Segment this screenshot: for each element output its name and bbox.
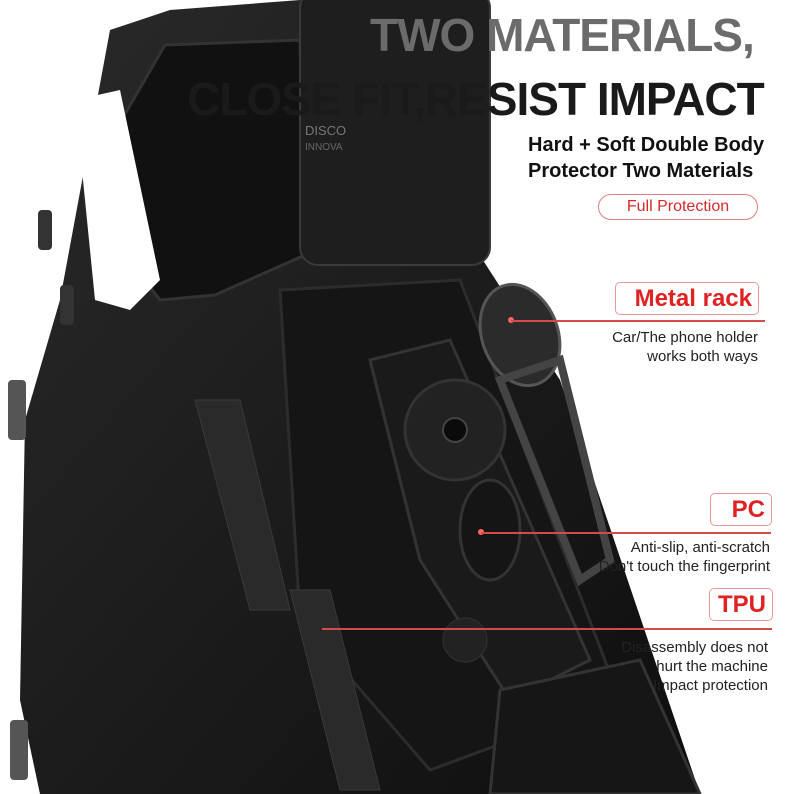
- feature-title-tpu: TPU: [709, 588, 773, 621]
- headline-line1: TWO MATERIALS,: [370, 9, 755, 61]
- marking: DISCO: [305, 123, 346, 138]
- feature-title-pc: PC: [710, 493, 772, 526]
- desc-line: Car/The phone holder: [612, 329, 758, 346]
- headline-line2: CLOSE FIT,RESIST IMPACT: [187, 73, 765, 125]
- subheading-line2: Protector Two Materials: [528, 160, 754, 182]
- callout-line: [511, 320, 765, 322]
- feature-desc-pc: Anti-slip, anti-scratch Don't touch the …: [599, 538, 770, 576]
- camera-slider: [299, 0, 491, 266]
- desc-line: Disassembly does not: [621, 639, 768, 656]
- feature-desc-tpu: Disassembly does not hurt the machine Im…: [621, 638, 768, 695]
- callout-line: [322, 628, 772, 630]
- desc-line: Anti-slip, anti-scratch: [630, 539, 770, 556]
- desc-line: Impact protection: [652, 677, 768, 694]
- svg-text:INNOVA: INNOVA: [305, 142, 343, 153]
- feature-title-metal-rack: Metal rack: [615, 282, 759, 315]
- feature-desc-metal-rack: Car/The phone holder works both ways: [612, 328, 758, 366]
- full-protection-badge: Full Protection: [598, 194, 758, 220]
- subheading-line1: Hard + Soft Double Body: [528, 134, 765, 156]
- desc-line: hurt the machine: [656, 658, 768, 675]
- ring-holder: [478, 282, 615, 587]
- desc-line: Don't touch the fingerprint: [598, 558, 770, 575]
- desc-line: works both ways: [647, 348, 758, 365]
- subheading: Hard + Soft Double Body Protector Two Ma…: [528, 132, 764, 184]
- callout-line: [481, 532, 771, 534]
